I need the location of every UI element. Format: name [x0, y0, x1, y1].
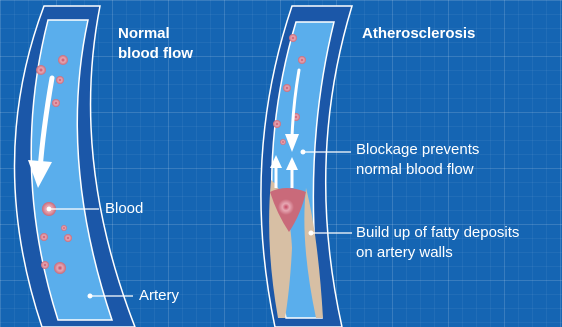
normal-title: Normal blood flow	[118, 24, 193, 64]
blockage-line1: Blockage prevents	[356, 140, 479, 160]
blockage-line2: normal blood flow	[356, 160, 479, 180]
athero-vessel	[261, 6, 352, 327]
athero-title: Atherosclerosis	[362, 24, 475, 44]
deposits-line2: on artery walls	[356, 243, 519, 263]
blood-label: Blood	[105, 199, 143, 219]
deposits-line1: Build up of fatty deposits	[356, 223, 519, 243]
normal-title-line1: Normal	[118, 24, 193, 44]
normal-vessel	[14, 6, 135, 327]
artery-label: Artery	[139, 286, 179, 306]
normal-title-line2: blood flow	[118, 44, 193, 64]
blockage-annotation: Blockage prevents normal blood flow	[356, 140, 479, 180]
deposits-annotation: Build up of fatty deposits on artery wal…	[356, 223, 519, 263]
